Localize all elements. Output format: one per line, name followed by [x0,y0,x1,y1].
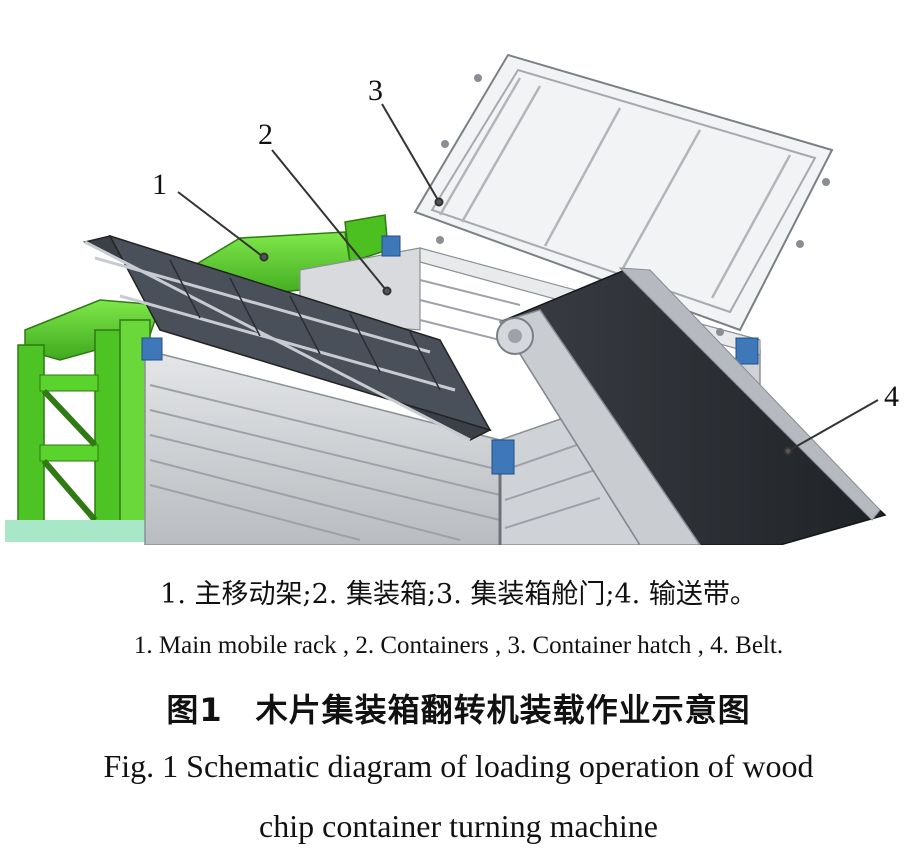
callout-2-label: 2 [258,118,273,151]
callout-1-label: 1 [152,168,167,201]
figure-title-english-line2: chip container turning machine [259,808,658,844]
legend-chinese: 1. 主移动架;2. 集装箱;3. 集装箱舱门;4. 输送带。 [160,579,757,610]
figure-title-english-line1: Fig. 1 Schematic diagram of loading oper… [103,748,814,784]
corner-fittings [141,235,759,475]
callout-4-label: 4 [884,380,899,413]
leader-lines [177,103,879,456]
callout-3-label: 3 [368,74,383,107]
conveyor-belt [496,267,887,546]
left-open-hatch [82,234,492,442]
container-hatch [413,53,834,336]
legend-english: 1. Main mobile rack , 2. Containers , 3.… [133,632,784,659]
figure-title-chinese: 图1 木片集装箱翻转机装载作业示意图 [166,691,751,729]
machine-illustration [5,53,887,546]
machine-drawing [5,53,887,546]
